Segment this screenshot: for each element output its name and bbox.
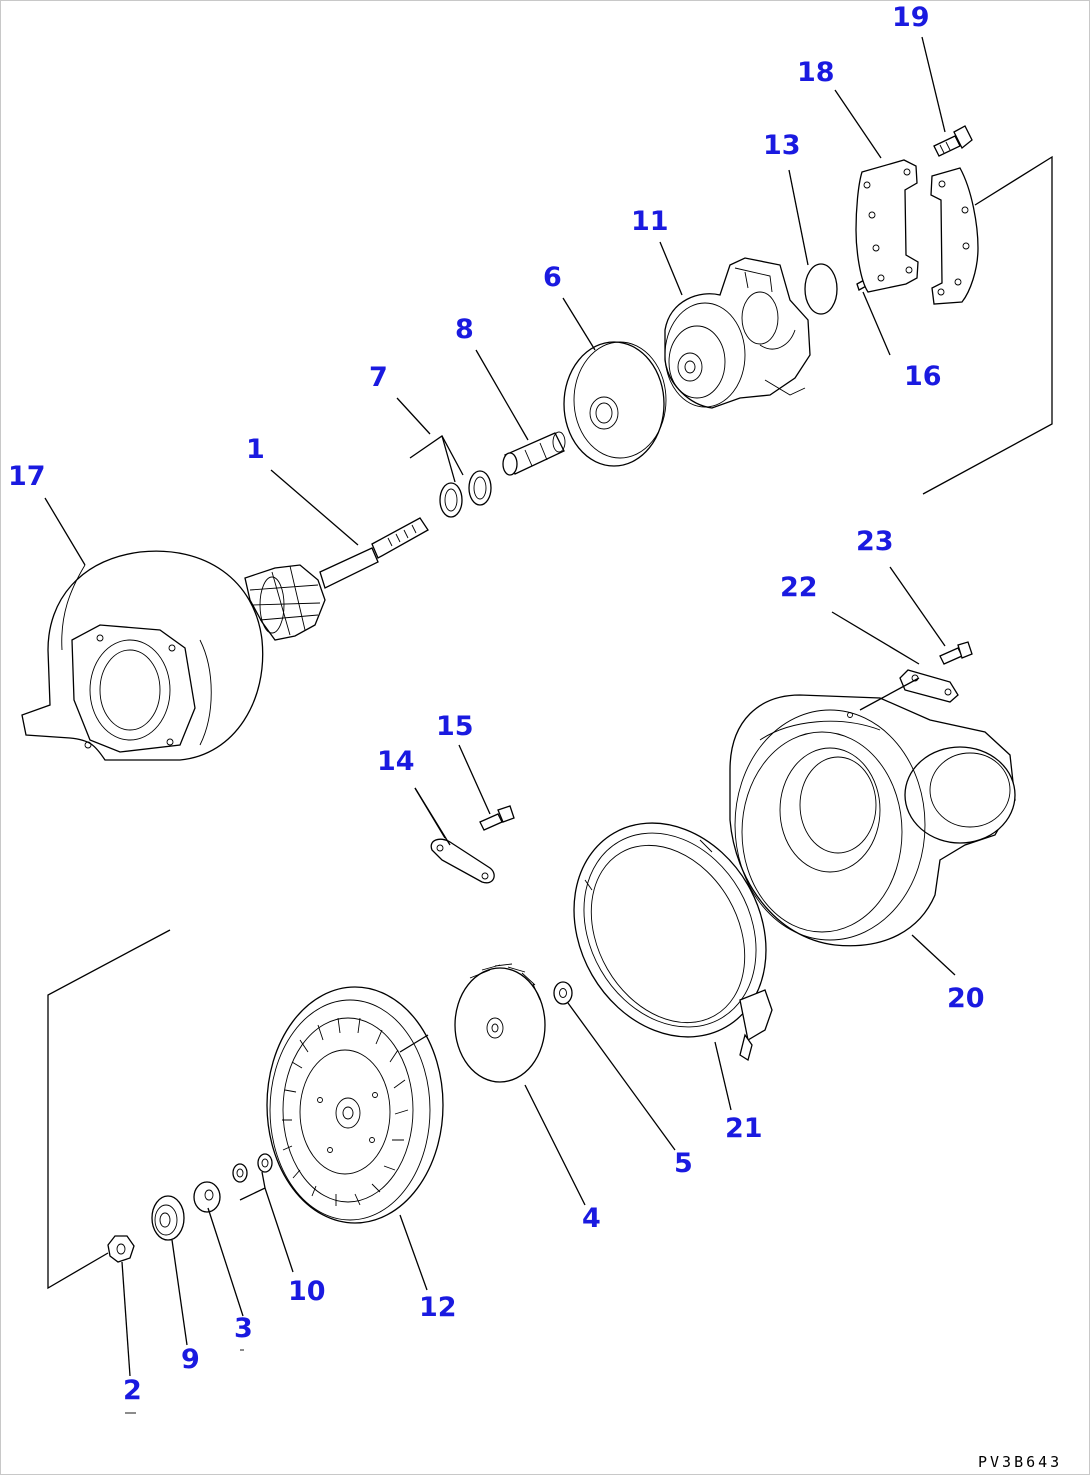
- callout-20: 20: [947, 983, 985, 1014]
- callout-10: 10: [288, 1276, 326, 1307]
- part-14-lock-plate: [430, 838, 495, 884]
- callout-14: 14: [377, 746, 415, 777]
- callout-4: 4: [582, 1203, 601, 1234]
- callout-8: 8: [455, 314, 474, 345]
- callout-labels: 1 2 3 4 5 6 7 8 9 10 11 12 13 14 15 16 1…: [8, 2, 985, 1406]
- part-8-sleeve: [502, 431, 566, 476]
- callout-22: 22: [780, 572, 818, 603]
- callout-18: 18: [797, 57, 835, 88]
- part-12-back-plate: [266, 986, 444, 1224]
- part-1-turbine-shaft: [244, 517, 429, 641]
- part-13-o-ring: [804, 263, 838, 315]
- callout-1: 1: [246, 434, 265, 465]
- callout-11: 11: [631, 206, 669, 237]
- callout-3: 3: [234, 1313, 253, 1344]
- callout-15: 15: [436, 711, 474, 742]
- part-22-lock-plate: [899, 669, 959, 703]
- part-17-turbine-housing: [21, 550, 264, 761]
- part-18-plate: [855, 159, 919, 293]
- assembly-boundary-lines: [47, 155, 1053, 1290]
- callout-6: 6: [543, 262, 562, 293]
- part-9-thrust-collar: [151, 1195, 185, 1241]
- callout-7: 7: [369, 362, 388, 393]
- callout-5: 5: [674, 1148, 693, 1179]
- part-7-piston-rings: [439, 470, 492, 518]
- callout-16: 16: [904, 361, 942, 392]
- part-15-bolt: [479, 805, 515, 831]
- callout-12: 12: [419, 1292, 457, 1323]
- part-18-plate-half: [930, 167, 979, 305]
- part-10-rings: [232, 1153, 273, 1183]
- callout-19: 19: [892, 2, 930, 33]
- callout-21: 21: [725, 1113, 763, 1144]
- part-20-compressor-housing: [729, 694, 1016, 947]
- drawing-code: PV3B643: [978, 1453, 1062, 1471]
- callout-23: 23: [856, 526, 894, 557]
- part-6-seal-plate: [563, 341, 667, 467]
- callout-17: 17: [8, 461, 46, 492]
- part-4-compressor-wheel: [454, 963, 546, 1083]
- part-2-nut: [107, 1235, 135, 1263]
- part-11-center-housing: [664, 257, 811, 409]
- part-5-washer: [553, 981, 573, 1005]
- part-21-v-band-clamp: [573, 822, 773, 1062]
- callout-2: 2: [123, 1375, 142, 1406]
- callout-13: 13: [763, 130, 801, 161]
- part-19-bolt: [933, 125, 973, 157]
- part-23-bolt: [939, 641, 973, 665]
- leader-lines: [44, 36, 956, 1377]
- part-3-thrust-bearing: [193, 1181, 221, 1213]
- callout-9: 9: [181, 1344, 200, 1375]
